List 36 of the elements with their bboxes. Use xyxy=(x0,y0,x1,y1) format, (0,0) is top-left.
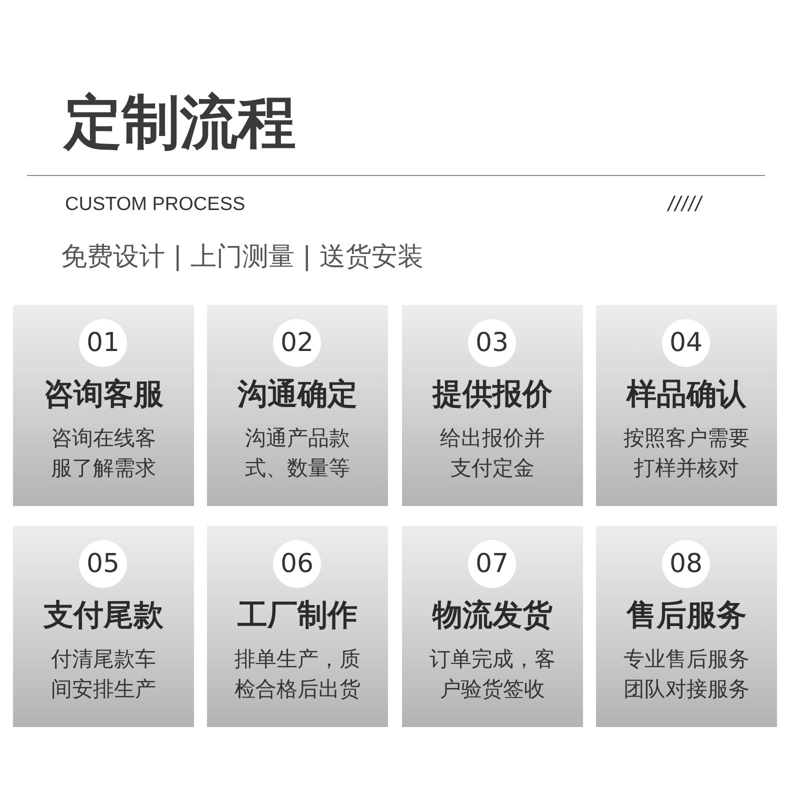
step-number-circle: 07 xyxy=(468,540,516,588)
step-card xyxy=(13,526,194,727)
step-description: 专业售后服务团队对接服务 xyxy=(622,646,750,703)
page-title: 定制流程 xyxy=(64,87,296,158)
step-description: 按照客户需要打样并核对 xyxy=(622,425,750,482)
tagline: 免费设计 | 上门测量 | 送货安装 xyxy=(61,241,424,274)
step-card xyxy=(207,305,388,506)
step-description: 给出报价并支付定金 xyxy=(439,425,546,482)
step-card xyxy=(13,305,194,506)
step-number-circle: 06 xyxy=(273,540,321,588)
step-title: 咨询客服 xyxy=(44,376,164,414)
step-description: 付清尾款车间安排生产 xyxy=(50,646,157,703)
step-card xyxy=(596,305,777,506)
decorative-slashes: ///// xyxy=(668,192,702,218)
step-title: 支付尾款 xyxy=(44,597,164,635)
step-number-circle: 03 xyxy=(468,319,516,367)
step-description: 咨询在线客服了解需求 xyxy=(50,425,157,482)
step-number-circle: 05 xyxy=(79,540,127,588)
step-number-circle: 04 xyxy=(662,319,710,367)
step-title: 提供报价 xyxy=(432,376,552,414)
step-card xyxy=(596,526,777,727)
step-title: 沟通确定 xyxy=(238,376,358,414)
subtitle: CUSTOM PROCESS xyxy=(65,193,246,217)
step-card xyxy=(402,305,583,506)
step-number-circle: 08 xyxy=(662,540,710,588)
step-description: 订单完成，客户验货签收 xyxy=(428,646,556,703)
step-title: 售后服务 xyxy=(626,597,746,635)
step-number-circle: 01 xyxy=(79,319,127,367)
step-title: 物流发货 xyxy=(432,597,552,635)
step-description: 排单生产，质检合格后出货 xyxy=(234,646,362,703)
step-title: 样品确认 xyxy=(626,376,746,414)
step-card xyxy=(207,526,388,727)
step-description: 沟通产品款式、数量等 xyxy=(244,425,351,482)
step-card xyxy=(402,526,583,727)
step-title: 工厂制作 xyxy=(238,597,358,635)
step-number-circle: 02 xyxy=(273,319,321,367)
